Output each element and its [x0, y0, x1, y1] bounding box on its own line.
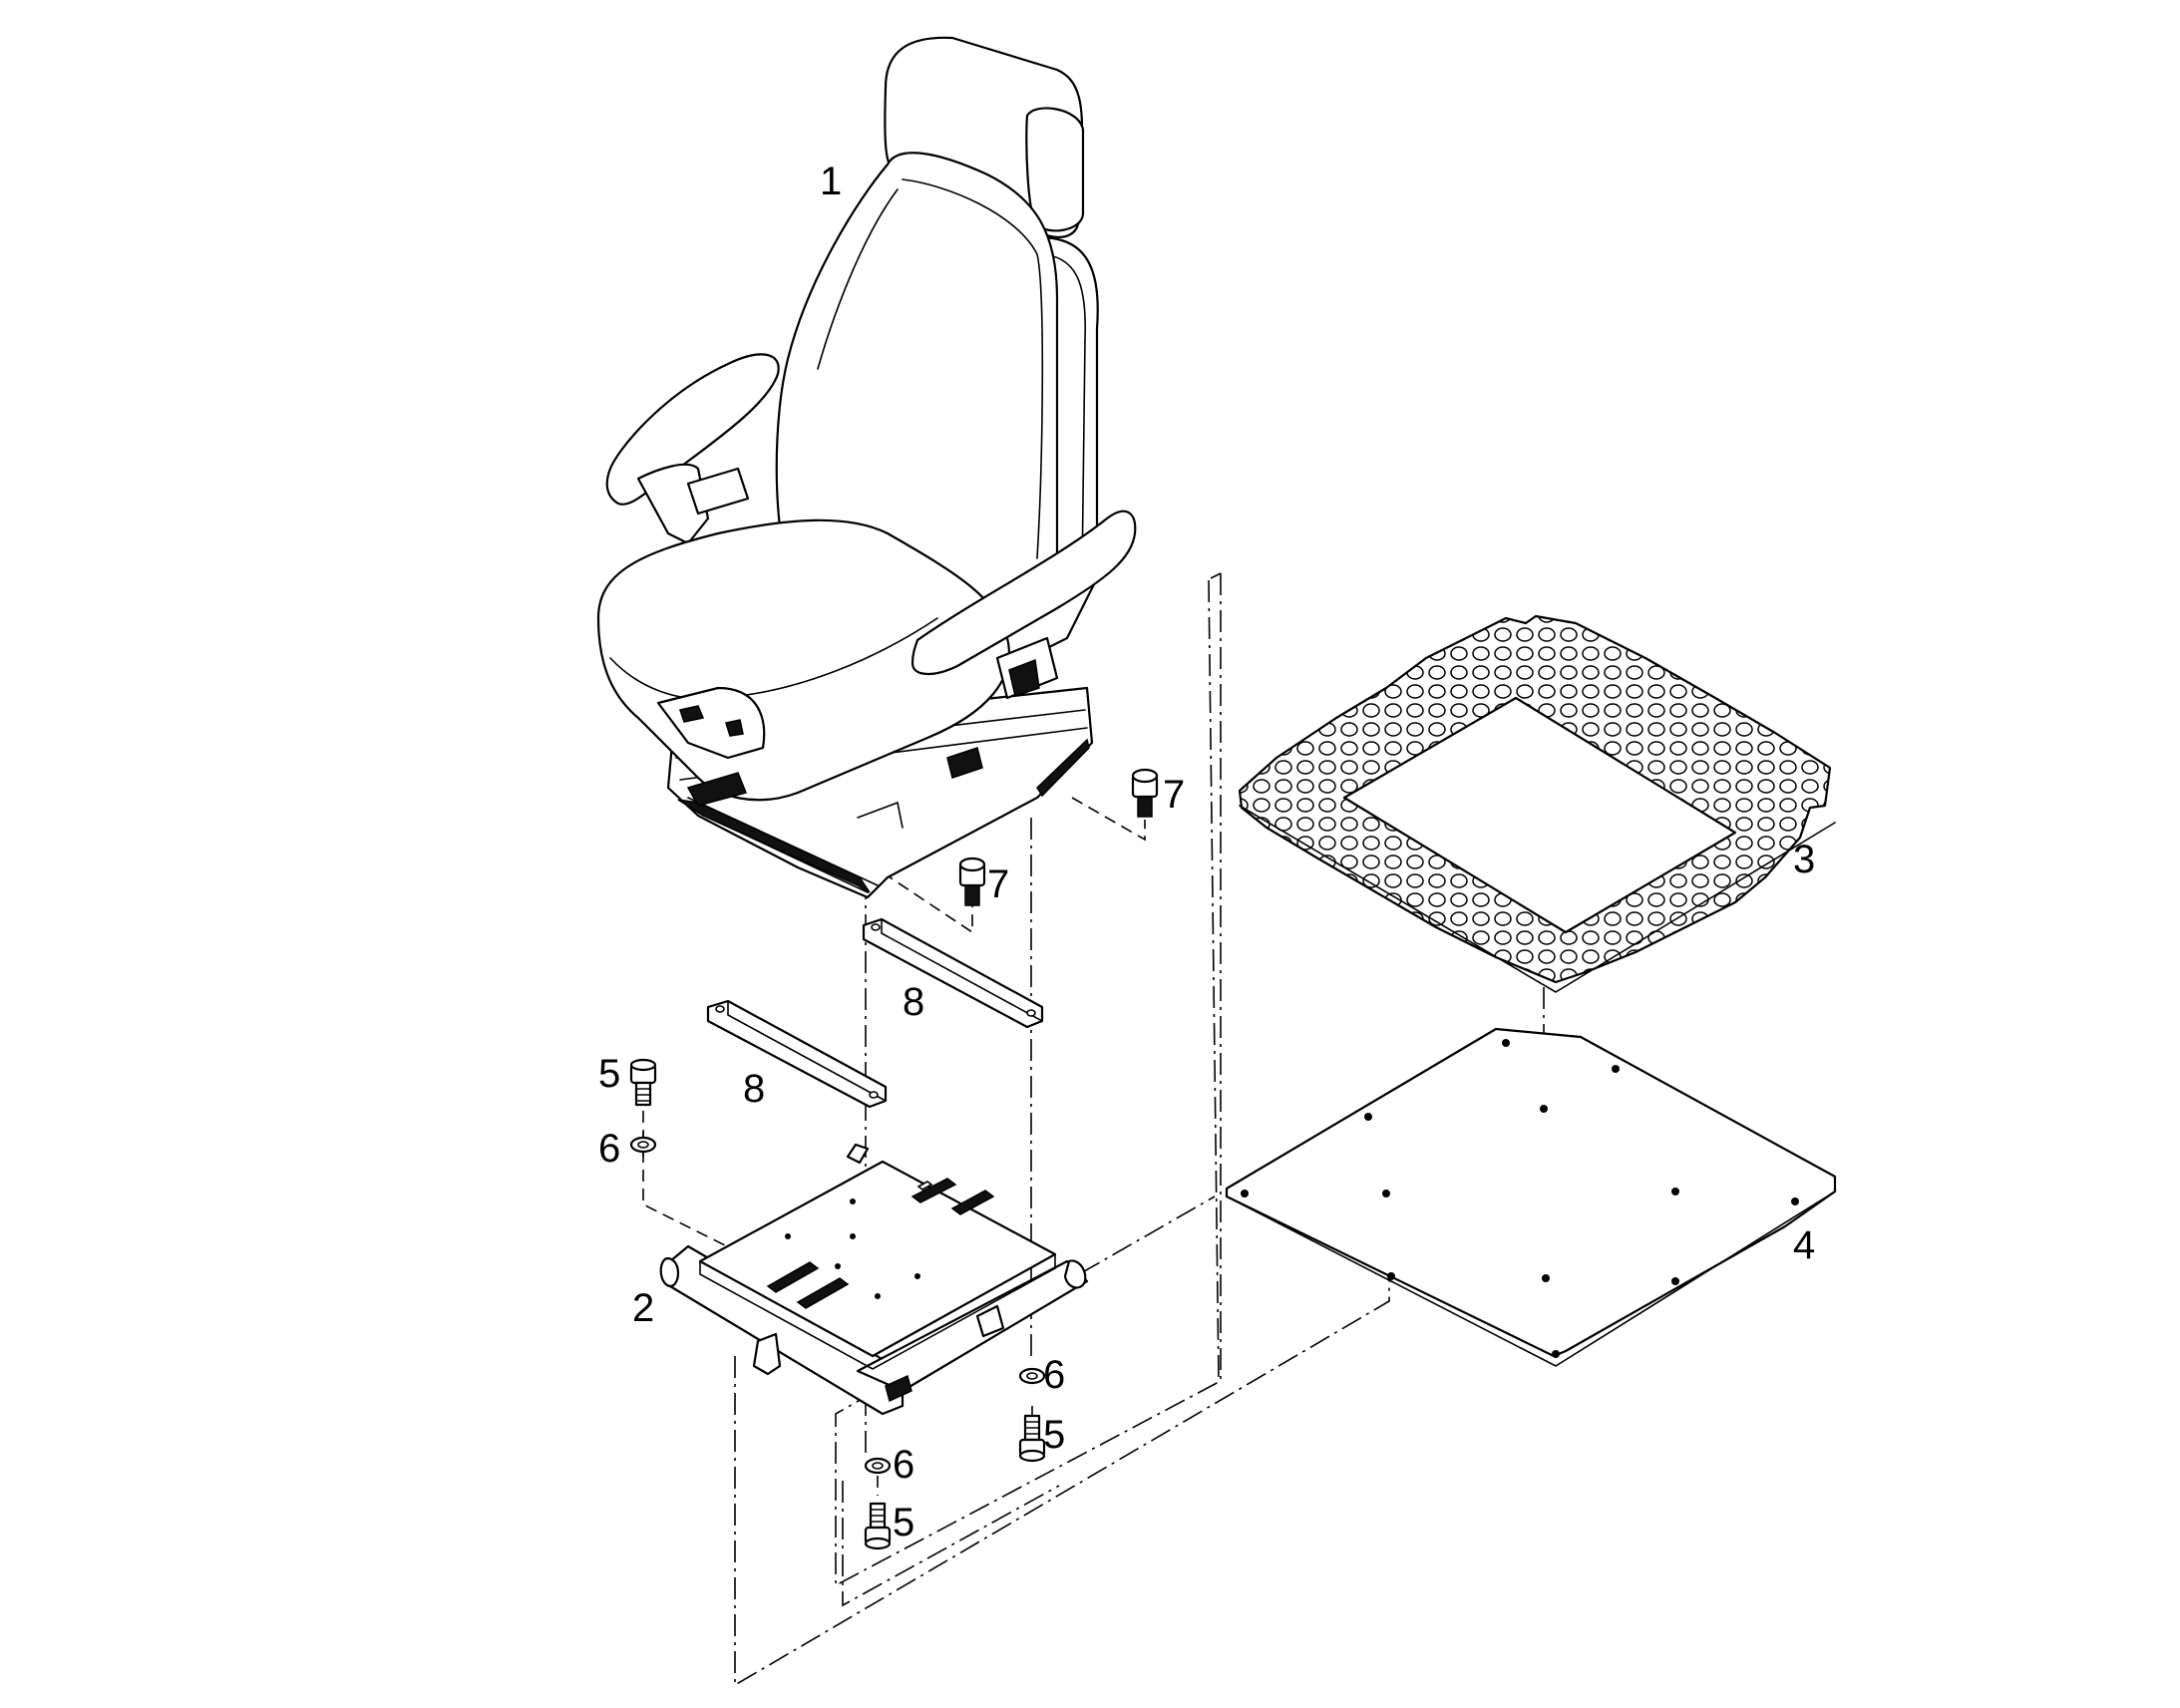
callout-screw-b: 7	[987, 862, 1009, 906]
callout-washer-a: 6	[598, 1127, 620, 1171]
bolt-a	[629, 1058, 657, 1107]
callout-bolt-a: 5	[598, 1052, 620, 1096]
callout-spacer-b: 8	[743, 1067, 765, 1111]
callout-mat: 3	[1793, 838, 1815, 881]
screw-a	[1131, 768, 1159, 818]
callout-screw-a: 7	[1163, 773, 1185, 817]
spacer-a	[862, 917, 1044, 1029]
bolt-c	[864, 1502, 892, 1550]
spacer-b	[706, 999, 888, 1109]
floor-plate	[1225, 1027, 1837, 1367]
floor-mat	[1238, 614, 1836, 993]
callout-spacer-a: 8	[903, 980, 924, 1024]
callout-washer-c: 6	[893, 1443, 914, 1487]
screw-b	[958, 856, 986, 906]
callout-bolt-c: 5	[893, 1501, 914, 1544]
callout-seat: 1	[820, 160, 842, 203]
callout-slide-rails: 2	[632, 1286, 654, 1330]
callout-washer-b: 6	[1043, 1353, 1065, 1397]
callout-bolt-b: 5	[1043, 1413, 1065, 1457]
seat-assembly	[596, 36, 1137, 899]
callout-labels: 1 2 3 4 5 6 5 6 5 6 7 7 8 8	[598, 160, 1815, 1544]
callout-floor-plate: 4	[1793, 1223, 1815, 1267]
washer-c	[864, 1457, 892, 1475]
washer-b	[1018, 1367, 1046, 1385]
washer-a	[629, 1136, 657, 1154]
bolt-b	[1018, 1414, 1046, 1463]
slide-rail-frame	[659, 1143, 1089, 1416]
